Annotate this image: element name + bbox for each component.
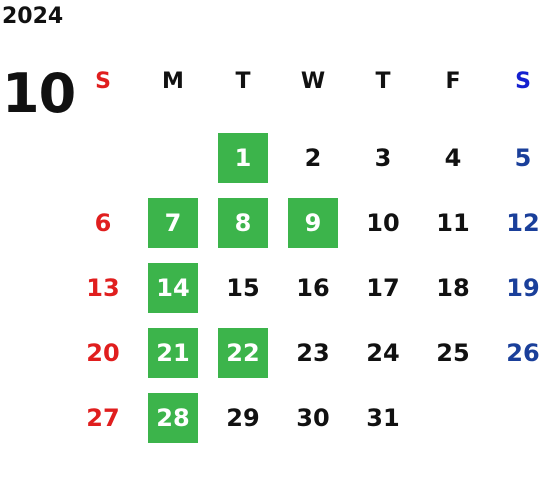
empty-day-cell — [418, 385, 488, 450]
day-cell-8[interactable]: 8 — [208, 190, 278, 255]
week-row: 20 21 22 23 24 25 26 — [68, 320, 548, 385]
empty-day-cell — [68, 125, 138, 190]
highlighted-day-label: 28 — [148, 392, 198, 443]
day-label: 16 — [296, 273, 330, 302]
day-label: 31 — [366, 403, 400, 432]
weekday-friday: F — [445, 68, 461, 94]
week-row: 13 14 15 16 17 18 19 — [68, 255, 548, 320]
day-cell-11[interactable]: 11 — [418, 190, 488, 255]
day-label: 19 — [506, 273, 540, 302]
empty-day-cell — [488, 385, 548, 450]
day-label — [148, 133, 198, 183]
day-cell-25[interactable]: 25 — [418, 320, 488, 385]
weekday-header-row: S M T W T F S — [68, 60, 548, 102]
day-label: 23 — [296, 338, 330, 367]
highlighted-day-label: 7 — [148, 197, 198, 248]
weekday-thursday: T — [375, 68, 391, 94]
day-cell-12[interactable]: 12 — [488, 190, 548, 255]
day-cell-9[interactable]: 9 — [278, 190, 348, 255]
empty-day-cell — [138, 125, 208, 190]
weekday-saturday: S — [515, 68, 531, 94]
weekday-wednesday: W — [300, 68, 326, 94]
day-cell-31[interactable]: 31 — [348, 385, 418, 450]
day-label: 30 — [296, 403, 330, 432]
day-cell-15[interactable]: 15 — [208, 255, 278, 320]
day-label: 2 — [304, 143, 322, 172]
day-cell-17[interactable]: 17 — [348, 255, 418, 320]
weekday-tuesday: T — [235, 68, 251, 94]
day-label — [428, 393, 478, 443]
day-label: 17 — [366, 273, 400, 302]
day-cell-7[interactable]: 7 — [138, 190, 208, 255]
highlighted-day-label: 14 — [148, 262, 198, 313]
highlighted-day-label: 8 — [218, 197, 268, 248]
highlighted-day-label: 9 — [288, 197, 338, 248]
day-label: 27 — [86, 403, 120, 432]
day-cell-13[interactable]: 13 — [68, 255, 138, 320]
day-cell-6[interactable]: 6 — [68, 190, 138, 255]
day-cell-10[interactable]: 10 — [348, 190, 418, 255]
day-cell-5[interactable]: 5 — [488, 125, 548, 190]
day-label: 20 — [86, 338, 120, 367]
day-label: 5 — [514, 143, 532, 172]
day-label: 25 — [436, 338, 470, 367]
day-cell-4[interactable]: 4 — [418, 125, 488, 190]
day-label: 29 — [226, 403, 260, 432]
day-label — [78, 133, 128, 183]
day-cell-28[interactable]: 28 — [138, 385, 208, 450]
day-label: 24 — [366, 338, 400, 367]
day-cell-1[interactable]: 1 — [208, 125, 278, 190]
day-cell-27[interactable]: 27 — [68, 385, 138, 450]
day-label: 12 — [506, 208, 540, 237]
day-cell-24[interactable]: 24 — [348, 320, 418, 385]
day-label: 13 — [86, 273, 120, 302]
day-cell-20[interactable]: 20 — [68, 320, 138, 385]
highlighted-day-label: 21 — [148, 327, 198, 378]
week-row: 1 2 3 4 5 — [68, 125, 548, 190]
day-cell-22[interactable]: 22 — [208, 320, 278, 385]
day-cell-21[interactable]: 21 — [138, 320, 208, 385]
day-label: 11 — [436, 208, 470, 237]
day-cell-19[interactable]: 19 — [488, 255, 548, 320]
day-cell-16[interactable]: 16 — [278, 255, 348, 320]
week-row: 27 28 29 30 31 — [68, 385, 548, 450]
day-cell-14[interactable]: 14 — [138, 255, 208, 320]
day-label: 3 — [374, 143, 392, 172]
day-label: 4 — [444, 143, 462, 172]
weekday-monday: M — [162, 68, 184, 94]
day-cell-18[interactable]: 18 — [418, 255, 488, 320]
highlighted-day-label: 22 — [218, 327, 268, 378]
day-cell-2[interactable]: 2 — [278, 125, 348, 190]
year-label: 2024 — [2, 4, 64, 29]
month-number: 10 — [2, 62, 76, 125]
day-label: 6 — [94, 208, 112, 237]
day-cell-26[interactable]: 26 — [488, 320, 548, 385]
day-label: 26 — [506, 338, 540, 367]
day-label: 18 — [436, 273, 470, 302]
weekday-sunday: S — [95, 68, 111, 94]
day-label: 10 — [366, 208, 400, 237]
day-cell-29[interactable]: 29 — [208, 385, 278, 450]
day-cell-3[interactable]: 3 — [348, 125, 418, 190]
day-cell-30[interactable]: 30 — [278, 385, 348, 450]
day-label — [498, 393, 548, 443]
highlighted-day-label: 1 — [218, 132, 268, 183]
day-label: 15 — [226, 273, 260, 302]
day-cell-23[interactable]: 23 — [278, 320, 348, 385]
